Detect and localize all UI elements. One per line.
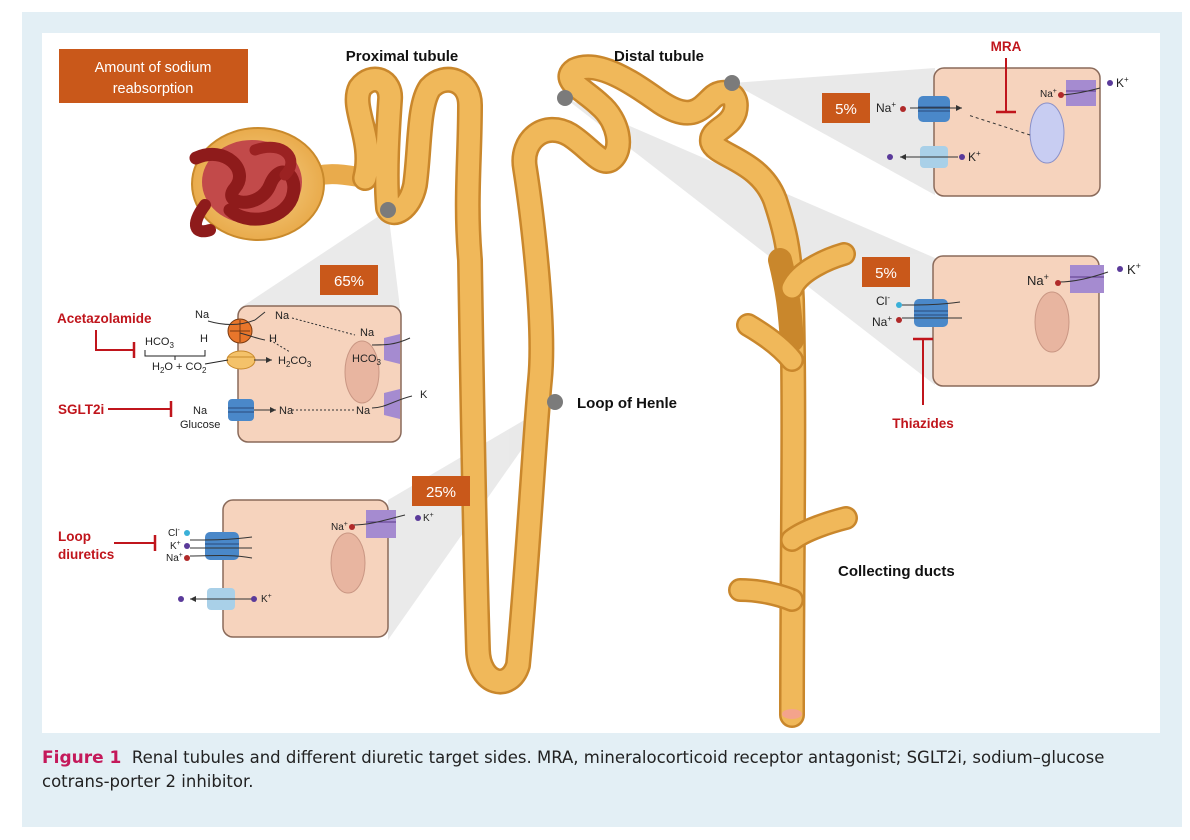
locator-dots: [380, 75, 740, 410]
label-proximal-tubule: Proximal tubule: [346, 48, 459, 65]
na-k-atpase-icon-distal: [1066, 80, 1096, 106]
percent-box-distal: [822, 93, 870, 123]
glomerulus: [189, 127, 375, 241]
percent-box-collecting: [862, 257, 910, 287]
caption-figure-label: Figure 1: [42, 748, 122, 768]
prox-na-6: Na: [356, 405, 371, 417]
prox-na-3: Na: [360, 327, 375, 339]
figure-caption: Figure 1 Renal tubules and different diu…: [42, 746, 1162, 794]
percent-collecting: 5%: [875, 265, 897, 282]
na-k-atpase-icon: [366, 510, 396, 538]
prox-hco3-2: HCO3: [352, 353, 381, 367]
loop-na: Na+: [166, 552, 183, 564]
dot-proximal: [380, 202, 396, 218]
prox-hco3: HCO3: [145, 336, 174, 350]
cd-k: K+: [1127, 261, 1141, 277]
enac-channel-icon: [918, 96, 950, 122]
percent-boxes: 65% 25% 5% 5%: [320, 93, 910, 506]
percent-loop: 25%: [426, 484, 456, 501]
prox-k: K: [420, 389, 428, 401]
prox-h2o-co2: H2O + CO2: [152, 361, 207, 375]
ncc-transporter-icon: [914, 299, 948, 327]
na-k-atpase-icon-cd: [1070, 265, 1104, 293]
drug-sglt2i: SGLT2i: [58, 402, 104, 417]
basolateral-transporter-icon-2: [384, 389, 400, 419]
cd-cl: Cl-: [876, 293, 890, 308]
inhibition-line-acetazolamide: [95, 330, 133, 351]
prox-na-1: Na: [195, 309, 210, 321]
mineralocorticoid-receptor-icon: [1029, 102, 1065, 164]
distal-na-2: Na+: [1040, 88, 1057, 100]
distal-na: Na+: [876, 100, 896, 115]
basolateral-transporter-icon: [384, 334, 400, 364]
loop-na-2: Na+: [331, 521, 348, 533]
percent-proximal: 65%: [334, 273, 364, 290]
dot-distal-right: [724, 75, 740, 91]
prox-na-2: Na: [275, 310, 290, 322]
caption-text: Renal tubules and different diuretic tar…: [42, 748, 1105, 791]
percent-box-loop: [412, 476, 470, 506]
percent-box-proximal: [320, 265, 378, 295]
prox-h2co3: H2CO3: [278, 355, 312, 369]
loop-cl: Cl-: [168, 527, 180, 539]
thiazide-cell: Cl- Na+ Na+ K+: [872, 255, 1141, 387]
percent-distal: 5%: [835, 101, 857, 118]
cd-na-2: Na+: [1027, 272, 1049, 288]
label-distal-tubule: Distal tubule: [614, 48, 704, 65]
collecting-duct-branches: [728, 242, 858, 719]
dot-loop: [547, 394, 563, 410]
prox-na-4: Na: [193, 405, 208, 417]
callout-cones: [240, 68, 935, 640]
distal-cell: Na+ K+ Na+ K+: [876, 67, 1129, 197]
loop-k: K+: [170, 540, 181, 552]
loop-k-2: K+: [261, 593, 272, 605]
legend-label-line1: Amount of sodium: [95, 60, 212, 76]
tubule: [344, 54, 807, 728]
distal-k: K+: [968, 149, 981, 164]
proximal-cell: Na Na H H HCO3 H2O + CO2 H2CO3 Na HCO3 N…: [144, 305, 428, 443]
drug-mra: MRA: [991, 39, 1022, 54]
label-collecting-ducts: Collecting ducts: [838, 563, 955, 580]
sglt-transporter-icon: [228, 399, 254, 421]
carbonic-anhydrase-icon: [226, 350, 256, 370]
dot-distal-left: [557, 90, 573, 106]
drug-loop-diuretics-line2: diuretics: [58, 547, 114, 562]
prox-h-2: H: [269, 333, 277, 345]
prox-na-5: Na: [279, 405, 294, 417]
drug-loop-diuretics-line1: Loop: [58, 529, 91, 544]
legend-box: [59, 49, 248, 103]
distal-k-2: K+: [1116, 75, 1129, 90]
prox-glucose: Glucose: [180, 419, 220, 431]
cd-na: Na+: [872, 314, 892, 329]
loop-cell: Cl- K+ Na+ K+ Na+ K+: [166, 499, 434, 638]
loop-k-3: K+: [423, 512, 434, 524]
label-loop-of-henle: Loop of Henle: [577, 395, 677, 412]
drug-thiazides: Thiazides: [892, 416, 954, 431]
drug-acetazolamide: Acetazolamide: [57, 311, 152, 326]
legend-label-line2: reabsorption: [113, 81, 194, 97]
prox-h-1: H: [200, 333, 208, 345]
